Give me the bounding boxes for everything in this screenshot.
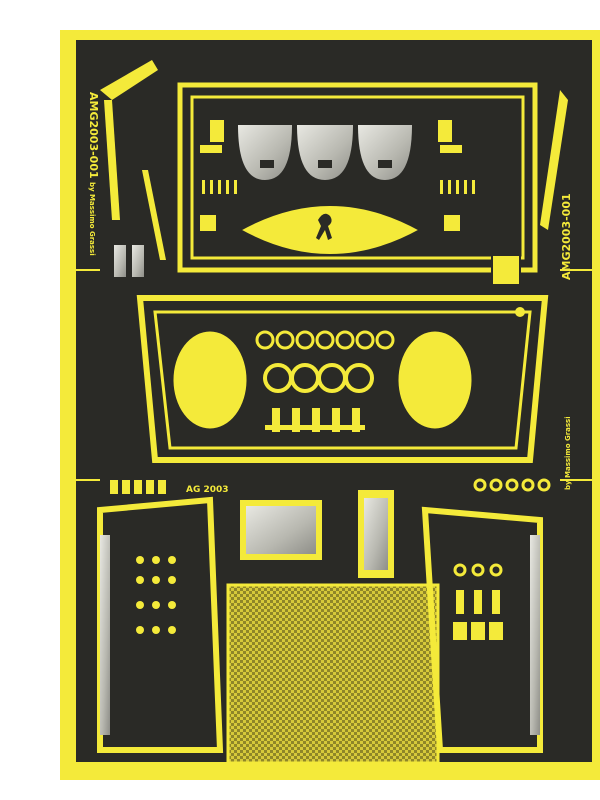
center-panel-frame [136, 295, 549, 463]
bracket-part [491, 254, 521, 286]
small-block [444, 215, 460, 231]
switch-part [438, 120, 452, 142]
gauge-hood [358, 125, 412, 180]
gauge-hood [238, 125, 292, 180]
side-panel-right [421, 506, 543, 753]
sheet-code-left: AMG2003-001 [87, 92, 100, 179]
photo-etch-sheet: AMG2003-001 by Massimo Grassi AMG2003-00… [60, 30, 600, 780]
small-plate [114, 245, 126, 277]
strip-part [104, 100, 120, 220]
small-block [200, 215, 216, 231]
dashboard-frame-inner [190, 95, 525, 260]
oval-vent [170, 328, 250, 432]
silver-plate [364, 498, 388, 570]
oval-vent [395, 328, 475, 432]
sheet-byline-right: by Massimo Grassi [564, 416, 572, 490]
horse-emblem-icon [316, 213, 332, 240]
switch-part [200, 145, 222, 153]
mesh-grille [226, 583, 440, 765]
silver-plate [246, 506, 316, 554]
sheet-byline-left: by Massimo Grassi [88, 182, 96, 256]
center-mark: AG 2003 [186, 485, 229, 495]
strip-part [540, 90, 568, 230]
sheet-code-right: AMG2003-001 [560, 193, 573, 280]
strip-part [100, 60, 158, 100]
rod-part [142, 170, 166, 260]
switch-part [440, 145, 462, 153]
small-plate [132, 245, 144, 277]
emblem-panel [237, 204, 423, 256]
switch-part [210, 120, 224, 142]
gauge-hood [297, 125, 353, 180]
silver-strip [530, 535, 540, 735]
silver-strip [100, 535, 110, 735]
photo-etch-fret: AMG2003-001 by Massimo Grassi AMG2003-00… [60, 30, 600, 780]
center-panel-frame-inner [153, 310, 532, 450]
dashboard-frame [177, 82, 538, 273]
